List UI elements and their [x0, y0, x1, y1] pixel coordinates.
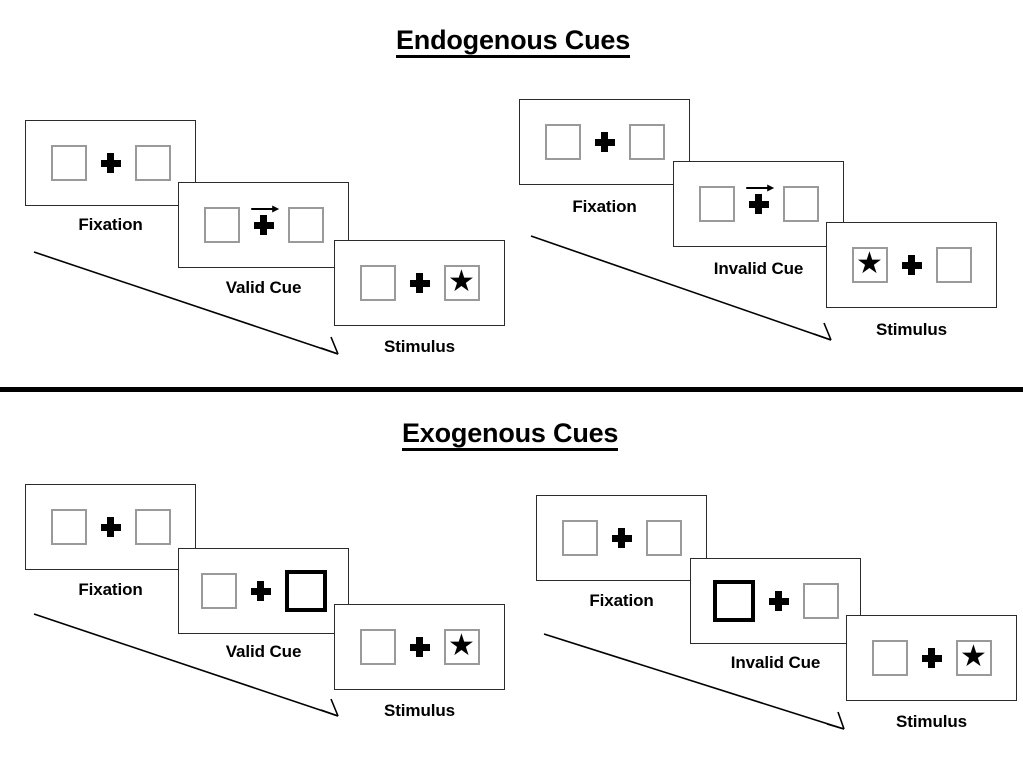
target-box-right: [134, 145, 171, 181]
target-box-right: [802, 583, 839, 619]
fixation-cross-wrap: [87, 153, 135, 173]
fixation-cross-wrap: [396, 637, 444, 657]
panel-caption-stimulus: Stimulus: [896, 712, 967, 731]
arrow-right-icon: [745, 180, 775, 192]
target-box-left: [698, 186, 735, 222]
fixation-cross-wrap: [888, 255, 936, 275]
plus-icon: [748, 194, 769, 214]
target-box-left: [359, 629, 396, 665]
cued-box-right: [284, 570, 327, 612]
arrow-right-icon: [250, 201, 280, 213]
fixation-cross-wrap: [735, 184, 783, 214]
section-title-endogenous: Endogenous Cues: [396, 26, 630, 59]
panel-caption-valid-cue: Valid Cue: [225, 642, 302, 661]
target-box-left: [561, 520, 598, 556]
cued-box-left: [712, 580, 755, 622]
fixation-cross-wrap: [396, 273, 444, 293]
star-icon: ★: [856, 246, 883, 280]
panel-caption-fixation: Fixation: [78, 215, 143, 234]
plus-icon: [594, 132, 615, 152]
target-box-right: [935, 247, 972, 283]
fixation-cross-wrap: [87, 517, 135, 537]
trial-panel-endogenous-valid-stimulus: ★: [334, 240, 505, 326]
panel-caption-stimulus: Stimulus: [384, 701, 455, 720]
plus-icon: [100, 517, 121, 537]
section-divider: [0, 387, 1023, 392]
star-icon: ★: [448, 628, 475, 662]
plus-icon: [250, 581, 271, 601]
target-box-right: [782, 186, 819, 222]
target-box-left: [203, 207, 240, 243]
target-box-right: ★: [443, 264, 480, 301]
trial-panel-exogenous-invalid-stimulus: ★: [846, 615, 1017, 701]
panel-caption-fixation: Fixation: [589, 591, 654, 610]
fixation-cross-wrap: [240, 205, 288, 235]
panel-caption-invalid-cue: Invalid Cue: [730, 653, 821, 672]
trial-panel-endogenous-invalid-fixation: [519, 99, 690, 185]
plus-icon: [253, 215, 274, 235]
target-box-right: [645, 520, 682, 556]
target-box-right: ★: [955, 639, 992, 676]
panel-caption-fixation: Fixation: [78, 580, 143, 599]
target-box-left: [200, 573, 237, 609]
star-icon: ★: [960, 639, 987, 673]
star-icon: ★: [448, 264, 475, 298]
target-box-left: [544, 124, 581, 160]
trial-panel-endogenous-invalid-cue: [673, 161, 844, 247]
panel-caption-stimulus: Stimulus: [384, 337, 455, 356]
panel-caption-invalid-cue: Invalid Cue: [713, 259, 804, 278]
target-box-left: [50, 145, 87, 181]
fixation-cross-wrap: [581, 132, 629, 152]
panel-caption-fixation: Fixation: [572, 197, 637, 216]
panel-caption-valid-cue: Valid Cue: [225, 278, 302, 297]
trial-panel-endogenous-valid-fixation: [25, 120, 196, 206]
target-box-left: ★: [851, 246, 888, 283]
plus-icon: [409, 637, 430, 657]
target-box-right: [628, 124, 665, 160]
trial-panel-exogenous-valid-stimulus: ★: [334, 604, 505, 690]
target-box-left: [871, 640, 908, 676]
trial-panel-exogenous-valid-cue: [178, 548, 349, 634]
plus-icon: [921, 648, 942, 668]
trial-panel-exogenous-invalid-cue: [690, 558, 861, 644]
trial-panel-endogenous-invalid-stimulus: ★: [826, 222, 997, 308]
plus-icon: [409, 273, 430, 293]
plus-icon: [768, 591, 789, 611]
time-arrow-exogenous-invalid: [540, 630, 856, 740]
target-box-right: ★: [443, 628, 480, 665]
target-box-right: [134, 509, 171, 545]
section-title-exogenous: Exogenous Cues: [402, 419, 618, 452]
target-box-left: [50, 509, 87, 545]
target-box-left: [359, 265, 396, 301]
plus-icon: [100, 153, 121, 173]
fixation-cross-wrap: [598, 528, 646, 548]
fixation-cross-wrap: [755, 591, 803, 611]
panel-caption-stimulus: Stimulus: [876, 320, 947, 339]
trial-panel-exogenous-valid-fixation: [25, 484, 196, 570]
plus-icon: [611, 528, 632, 548]
plus-icon: [901, 255, 922, 275]
trial-panel-exogenous-invalid-fixation: [536, 495, 707, 581]
fixation-cross-wrap: [237, 581, 285, 601]
trial-panel-endogenous-valid-cue: [178, 182, 349, 268]
fixation-cross-wrap: [908, 648, 956, 668]
target-box-right: [287, 207, 324, 243]
time-arrow-endogenous-invalid: [527, 232, 843, 352]
